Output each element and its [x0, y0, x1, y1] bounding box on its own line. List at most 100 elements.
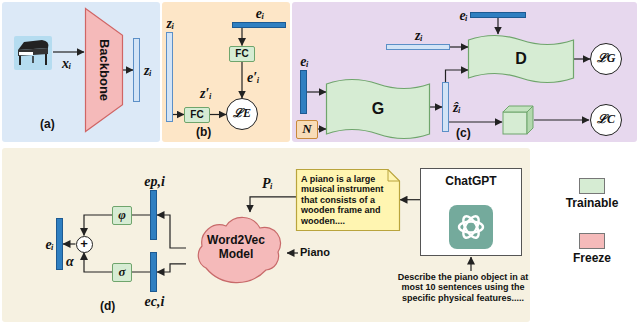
- feature-vector: ec,i: [150, 252, 157, 292]
- prompt-label: Pᵢ: [262, 176, 273, 192]
- connector-arrow: [450, 46, 468, 47]
- fc-layer: FC: [184, 107, 210, 123]
- feature-vector: zᵢ: [133, 38, 140, 102]
- loss-circle: ℒE: [226, 98, 258, 130]
- projection-box: φ: [112, 206, 132, 225]
- model-name: ChatGPT: [445, 175, 496, 189]
- block-name: σ: [118, 265, 125, 280]
- symbol: ℒC: [597, 113, 615, 127]
- feature-vector: eᵢ: [56, 218, 63, 270]
- chatgpt-box: ChatGPT: [420, 168, 522, 256]
- connector-arrow: [63, 243, 76, 244]
- connector-arrow: [157, 264, 186, 272]
- connector-arrow: [497, 18, 498, 34]
- block-name: N: [302, 122, 311, 137]
- weight-label: α: [66, 254, 74, 270]
- connector-arrow: [123, 69, 133, 70]
- block-name: FC: [235, 48, 248, 60]
- vector-label: zᵢ: [167, 16, 175, 32]
- panel-tag: (d): [100, 300, 115, 314]
- feature-vector: zᵢ: [386, 44, 450, 50]
- connector-arrow: [241, 62, 242, 99]
- connector-arrow: [241, 28, 242, 46]
- piano-icon: [14, 36, 52, 70]
- block-name: G: [372, 100, 384, 118]
- model-name: Word2Vec Model: [201, 234, 271, 262]
- legend-text: Freeze: [573, 252, 611, 266]
- word-arrow: [287, 252, 298, 253]
- feature-vector: eᵢ: [470, 12, 526, 18]
- connector-arrow: [574, 58, 590, 59]
- vector-label: eᵢ: [45, 237, 54, 253]
- class-name: Piano: [300, 246, 330, 259]
- connector-arrow: [400, 199, 420, 200]
- vector-label: z′ᵢ: [200, 86, 212, 102]
- feature-vector: ẑᵢ: [442, 82, 449, 132]
- noise-box: N: [296, 120, 318, 139]
- legend: TrainableFreeze: [548, 178, 636, 288]
- connector-arrow: [210, 114, 226, 115]
- vector-label: eᵢ: [459, 8, 468, 24]
- prompt-arrow: [470, 257, 471, 271]
- vector-label: zᵢ: [144, 63, 152, 79]
- panel-background: [2, 2, 160, 142]
- feature-vector: ep,i: [150, 190, 157, 240]
- generator-block: G: [326, 78, 430, 140]
- note-text: A piano is a large musical instrument th…: [301, 174, 395, 226]
- panel: (a) Backbone zᵢ: [2, 2, 160, 142]
- block-name: FC: [190, 109, 203, 121]
- connector-arrow: [318, 128, 326, 129]
- activation-box: σ: [112, 263, 132, 282]
- vector-label: ẑᵢ: [453, 100, 461, 116]
- legend-item: Trainable: [566, 178, 619, 211]
- panel-tag: (c): [456, 127, 471, 141]
- connector-arrow: [84, 215, 112, 236]
- panel: (b)zᵢFCeᵢFCℒE: [162, 2, 290, 142]
- legend-item: Freeze: [573, 233, 611, 266]
- legend-text: Trainable: [566, 197, 619, 211]
- panel-tag: (b): [196, 126, 211, 140]
- feature-vector: eᵢ: [300, 70, 307, 114]
- connector-arrow: [307, 91, 326, 92]
- discriminator-block: D: [468, 34, 574, 84]
- connector-arrow: [157, 215, 186, 248]
- panel-background: [2, 148, 530, 322]
- legend-swatch: [579, 233, 605, 249]
- block-name: φ: [118, 208, 126, 223]
- classifier-arrow: [449, 121, 502, 122]
- input-label: xᵢ: [62, 56, 71, 72]
- connector-arrow: [84, 253, 112, 273]
- sum-circle: +: [76, 236, 93, 253]
- input-arrow: [53, 51, 84, 52]
- symbol: +: [80, 237, 88, 252]
- vector-label: ec,i: [145, 294, 165, 310]
- vector-label: ep,i: [144, 174, 165, 190]
- classifier-arrow: [534, 119, 589, 120]
- word2vec-cloud: Word2Vec Model: [186, 212, 286, 284]
- description-note: A piano is a large musical instrument th…: [296, 169, 400, 231]
- connector-arrow: [430, 106, 442, 107]
- panel-tag: (a): [40, 118, 55, 132]
- feature-vector: eᵢ: [232, 22, 286, 28]
- panel-background: [162, 2, 290, 142]
- symbol: ℒE: [233, 107, 251, 121]
- connector-arrow: [250, 197, 296, 212]
- feature-vector: zᵢ: [166, 32, 173, 122]
- classifier-cube: [503, 106, 533, 134]
- vector-label: eᵢ: [256, 6, 265, 22]
- block-name: Backbone: [97, 39, 112, 101]
- connector-arrow: [446, 70, 469, 82]
- block-name: D: [515, 50, 527, 68]
- panel-background: [292, 2, 637, 142]
- loss-circle: ℒC: [590, 104, 622, 136]
- vector-label: eᵢ: [300, 54, 309, 70]
- connector-arrow: [173, 114, 184, 115]
- symbol: ℒG: [597, 52, 616, 66]
- fc-layer: FC: [229, 46, 255, 62]
- panel: (c)eᵢNGẑᵢzᵢeᵢDℒGℒC: [292, 2, 637, 142]
- prompt-text: Describe the piano object in at most 10 …: [396, 272, 530, 303]
- backbone-block: Backbone: [85, 8, 123, 132]
- loss-circle: ℒG: [590, 43, 622, 75]
- vector-label: e′ᵢ: [247, 70, 260, 86]
